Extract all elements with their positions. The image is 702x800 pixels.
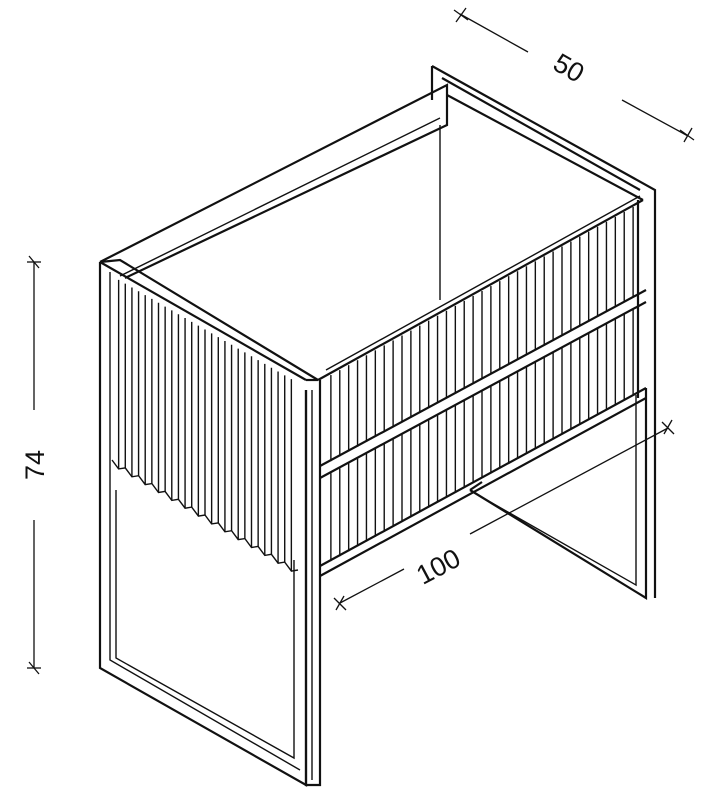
right-side-frame — [469, 200, 648, 600]
top-frame — [99, 65, 657, 598]
left-side-panel — [98, 261, 318, 787]
front-drawers — [319, 206, 647, 577]
dimension-depth-label: 50 — [548, 48, 589, 89]
front-top-rail — [99, 195, 644, 381]
front-right-leg — [304, 380, 322, 787]
dimension-height: 74 — [20, 255, 50, 675]
dimension-width-label: 100 — [412, 543, 466, 591]
dimension-width: 100 — [333, 419, 675, 611]
dimension-depth: 50 — [453, 7, 695, 143]
dimension-height-label: 74 — [20, 450, 50, 480]
